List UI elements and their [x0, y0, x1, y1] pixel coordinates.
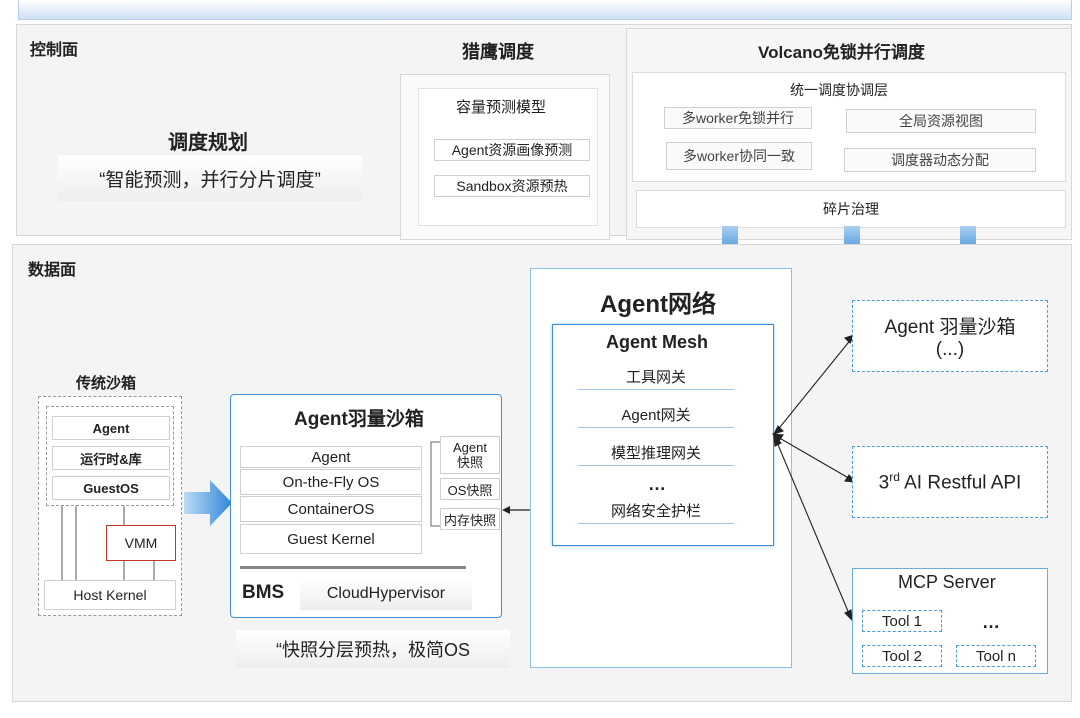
mcp-server-title: MCP Server	[898, 572, 996, 592]
snapshot-bracket	[430, 441, 440, 527]
snapshot-memory: 内存快照	[440, 508, 500, 530]
bms-divider	[240, 566, 466, 569]
planning-title: 调度规划	[168, 132, 248, 154]
mcp-tool-2: Tool 2	[862, 645, 942, 667]
traditional-layer-label: 运行时&库	[80, 451, 142, 467]
host-kernel-box: Host Kernel	[44, 580, 176, 610]
snapshot-os: OS快照	[440, 478, 500, 500]
agent-sandbox-title: Agent羽量沙箱	[294, 409, 424, 430]
ai-restful-api-label: 3rd AI Restful API	[879, 470, 1022, 494]
vmm-label: VMM	[124, 535, 158, 551]
mesh-item-agent-gateway: Agent网关	[578, 402, 734, 428]
falcon-item-prewarm: Sandbox资源预热	[434, 175, 590, 197]
right-sandbox-line1: Agent 羽量沙箱	[884, 316, 1016, 338]
bms-label: BMS	[242, 582, 285, 603]
falcon-title: 猎鹰调度	[462, 42, 534, 62]
volcano-item-lockfree: 多worker免锁并行	[664, 107, 812, 129]
sandbox-stack-containeros: ContainerOS	[240, 496, 422, 522]
sandbox-stack-label: Agent	[311, 448, 351, 466]
sandbox-stack-agent: Agent	[240, 446, 422, 468]
traditional-title: 传统沙箱	[76, 375, 137, 392]
planning-quote: “智能预测，并行分片调度”	[99, 169, 321, 191]
hypervisor-box: CloudHypervisor	[300, 578, 472, 610]
mcp-tools-ellipsis: …	[982, 612, 1000, 632]
host-kernel-label: Host Kernel	[73, 587, 147, 603]
sandbox-stack-guest-kernel: Guest Kernel	[240, 524, 422, 554]
vmm-box: VMM	[106, 525, 176, 561]
hypervisor-label: CloudHypervisor	[326, 585, 446, 602]
volcano-item-consistency: 多worker协同一致	[666, 142, 812, 170]
snapshot-label: 内存快照	[443, 512, 496, 528]
traditional-layer-label: GuestOS	[83, 480, 139, 496]
volcano-title: Volcano免锁并行调度	[758, 43, 925, 62]
right-sandbox-line2: (...)	[935, 338, 965, 360]
falcon-item-label: Agent资源画像预测	[451, 142, 573, 158]
falcon-item-profile: Agent资源画像预测	[434, 139, 590, 161]
mesh-item-label: 模型推理网关	[610, 445, 701, 462]
sandbox-quote-box: “快照分层预热，极简OS	[236, 630, 510, 668]
traditional-layer-agent: Agent	[52, 416, 170, 440]
volcano-item-label: 调度器动态分配	[891, 152, 989, 168]
snapshot-label: OS快照	[447, 482, 493, 498]
agent-mesh-title: Agent Mesh	[606, 332, 709, 352]
capacity-model-title: 容量预测模型	[456, 99, 547, 116]
data-plane-title: 数据面	[28, 262, 77, 279]
mcp-server-box	[852, 568, 1048, 674]
falcon-item-label: Sandbox资源预热	[456, 178, 568, 194]
traditional-inner	[46, 406, 174, 506]
api-rest: AI Restful API	[899, 472, 1022, 494]
traditional-layer-guestos: GuestOS	[52, 476, 170, 500]
planning-quote-box: “智能预测，并行分片调度”	[58, 155, 362, 201]
right-arrow-icon	[184, 480, 232, 526]
sandbox-stack-label: On-the-Fly OS	[282, 473, 380, 491]
traditional-layer-label: Agent	[92, 420, 130, 436]
sandbox-stack-label: ContainerOS	[287, 500, 375, 518]
mesh-item-inference-gateway: 模型推理网关	[578, 440, 734, 466]
ai-restful-api-box: 3rd AI Restful API	[852, 446, 1048, 518]
top-banner	[18, 0, 1072, 20]
volcano-item-dynamic: 调度器动态分配	[844, 148, 1036, 172]
volcano-item-global-view: 全局资源视图	[846, 109, 1036, 133]
volcano-item-label: 多worker协同一致	[682, 148, 795, 164]
sandbox-stack-label: Guest Kernel	[287, 530, 375, 548]
mcp-tool-label: Tool 1	[881, 612, 923, 630]
mesh-right-connectors	[771, 334, 857, 622]
control-plane-title: 控制面	[30, 42, 79, 59]
mcp-tool-n: Tool n	[956, 645, 1036, 667]
mcp-tool-1: Tool 1	[862, 610, 942, 632]
mesh-item-label: 网络安全护栏	[610, 503, 701, 520]
volcano-item-label: 全局资源视图	[899, 113, 983, 129]
volcano-item-label: 多worker免锁并行	[681, 110, 794, 126]
api-prefix: 3	[878, 472, 890, 494]
mcp-tool-label: Tool 2	[881, 647, 923, 665]
api-sup: rd	[889, 469, 900, 484]
snapshot-agent: Agent 快照	[440, 436, 500, 474]
fragment-box: 碎片治理	[636, 190, 1066, 228]
sandbox-stack-onthefly: On-the-Fly OS	[240, 469, 422, 495]
right-agent-sandbox-box: Agent 羽量沙箱 (...)	[852, 300, 1048, 372]
fragment-label: 碎片治理	[823, 201, 879, 217]
volcano-layer-title: 统一调度协调层	[790, 82, 888, 98]
agent-network-title: Agent网络	[600, 291, 716, 318]
mesh-item-security-guardrail: 网络安全护栏	[578, 498, 734, 524]
mesh-item-label: Agent网关	[621, 407, 691, 424]
traditional-layer-runtime: 运行时&库	[52, 446, 170, 470]
mcp-tool-label: Tool n	[975, 647, 1017, 665]
mesh-item-label: 工具网关	[625, 369, 686, 386]
mesh-item-tool-gateway: 工具网关	[578, 364, 734, 390]
sandbox-quote: “快照分层预热，极简OS	[275, 640, 470, 660]
traditional-connector-lines	[61, 506, 155, 580]
mesh-ellipsis: …	[648, 474, 666, 494]
snapshot-label: Agent 快照	[453, 440, 487, 470]
